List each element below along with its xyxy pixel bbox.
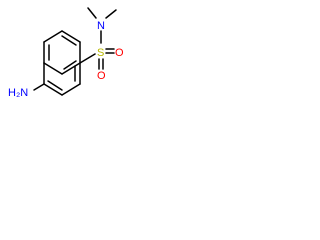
sulfur-label: S [97, 47, 104, 59]
bond-nitrogen-methyl-left [87, 7, 97, 19]
bond-c8a-c1-inner [63, 60, 77, 70]
bond-nitrogen-methyl-right [105, 9, 117, 19]
bond-c5-c6-inner [47, 80, 63, 91]
bond-c5-amine [33, 83, 45, 91]
chemical-structure: H₂N S O O N [8, 7, 124, 99]
bond-c4a-c8a [43, 62, 63, 75]
oxygen-lower-label: O [97, 70, 106, 82]
oxygen-upper-label: O [115, 47, 124, 59]
bond-c6-c7 [61, 83, 81, 96]
bond-c3-c4 [43, 30, 63, 43]
bond-c1-sulfur [79, 53, 96, 64]
amine-label: H₂N [8, 87, 28, 99]
bond-c2-c3 [61, 30, 81, 43]
bonds [33, 7, 117, 96]
nitrogen-label: N [97, 20, 105, 32]
bond-c5-c6 [43, 83, 63, 96]
atom-labels: H₂N S O O N [8, 20, 124, 99]
bond-c2-c3-inner [61, 35, 77, 46]
bond-c8a-c1 [61, 62, 81, 75]
